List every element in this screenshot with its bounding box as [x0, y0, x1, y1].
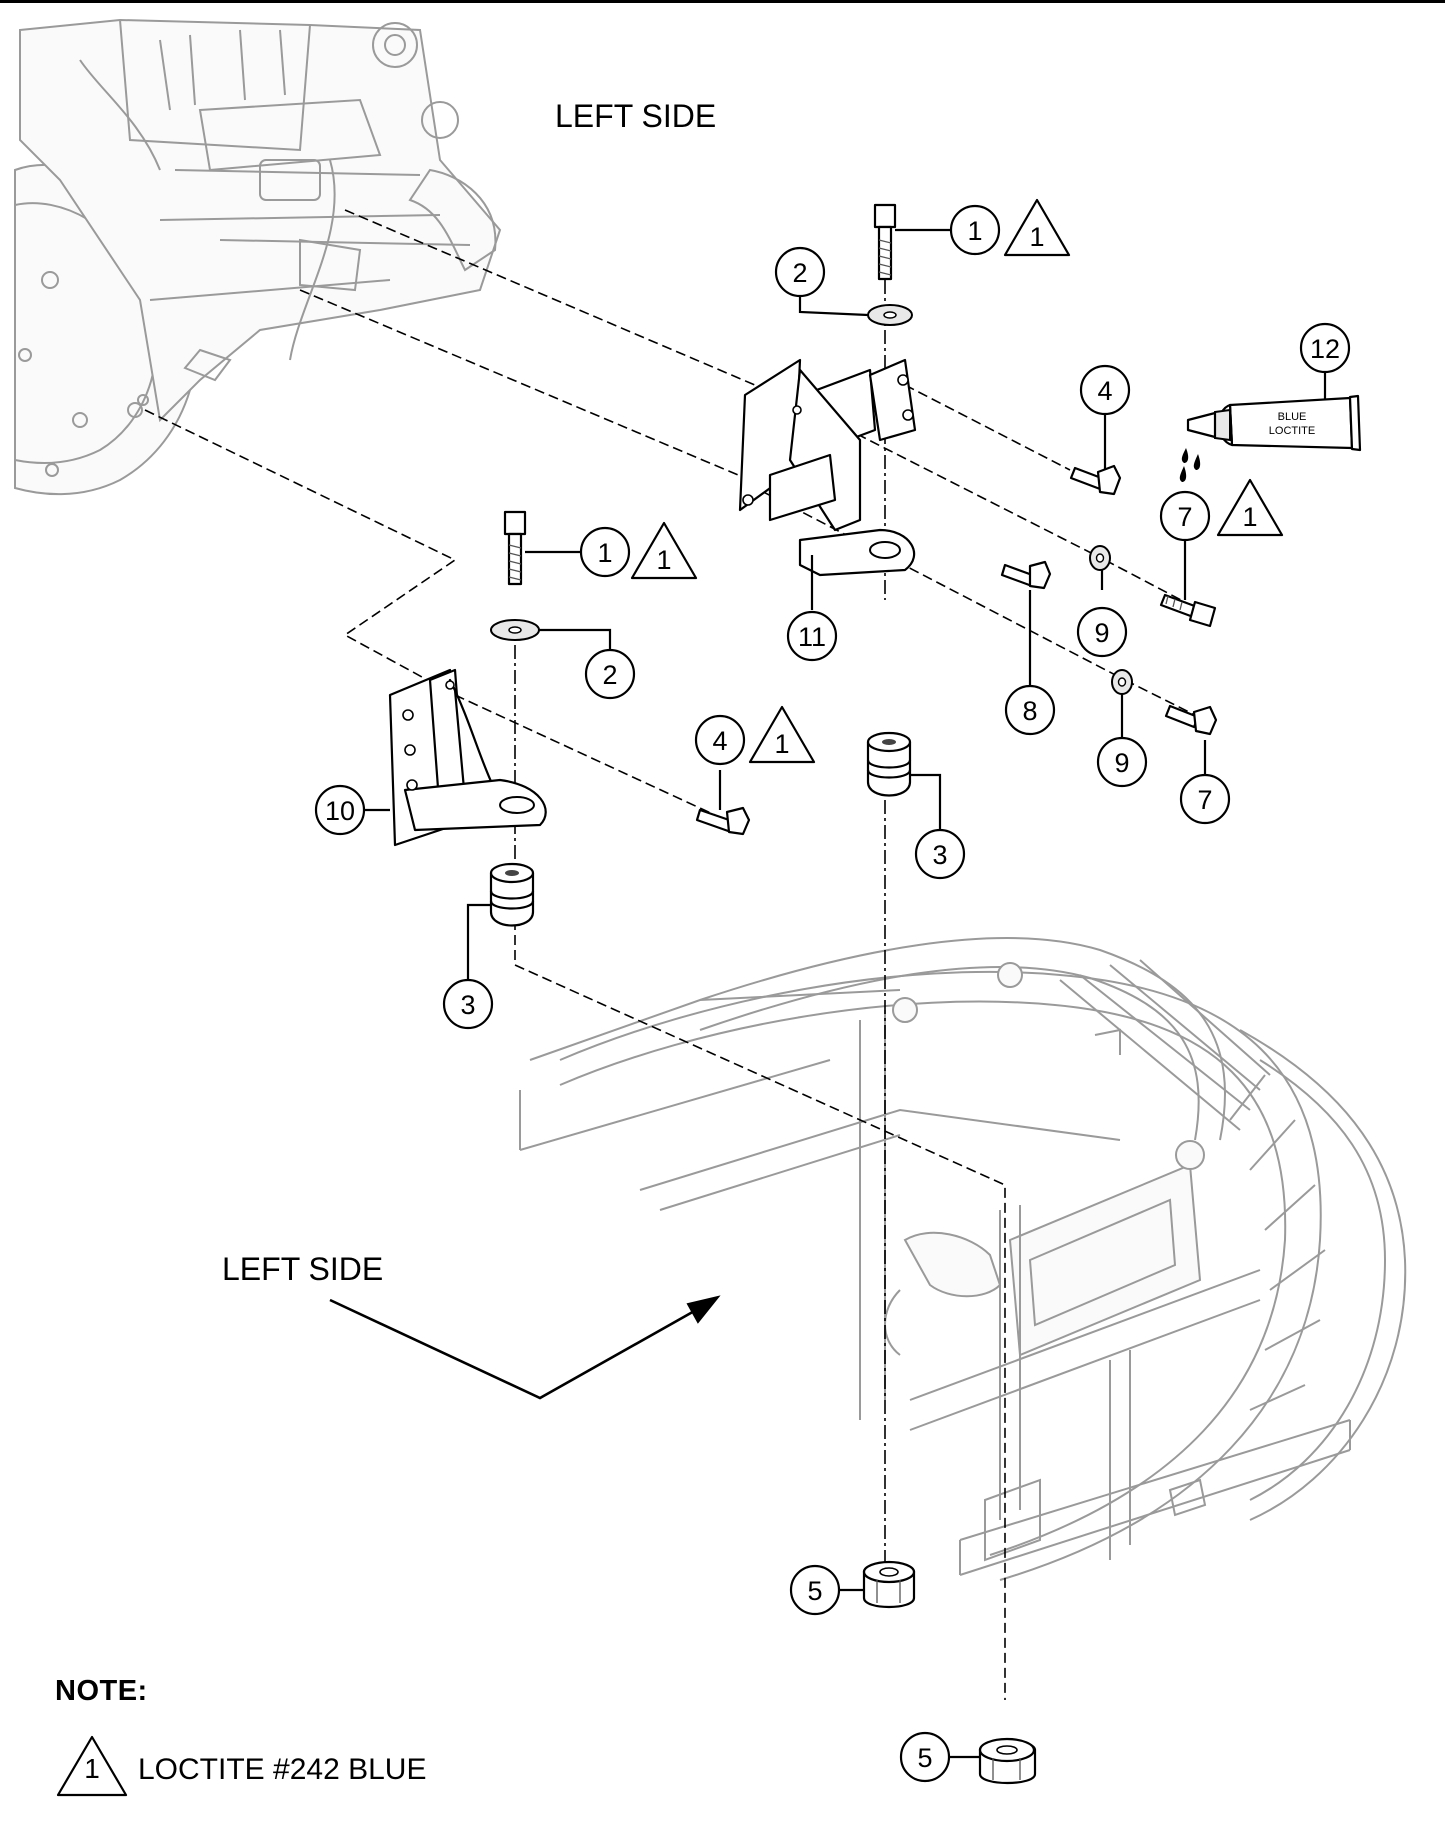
drop-icon [1179, 466, 1187, 482]
note-symbol: 1 [84, 1753, 100, 1784]
engine-mount-bracket-right [738, 358, 917, 577]
callout-4a: 4 [1079, 364, 1131, 416]
callout-12: 12 [1299, 322, 1351, 374]
cap-screw-7a [1159, 593, 1217, 628]
flange-bolt-4a [1069, 464, 1122, 496]
drop-icon [1181, 448, 1189, 463]
callout-9b: 9 [1096, 736, 1148, 788]
note-text: LOCTITE #242 BLUE [138, 1753, 427, 1786]
loctite-warning-triangle-3: 1 [630, 521, 698, 580]
svg-text:2: 2 [602, 660, 617, 690]
svg-text:1: 1 [656, 545, 671, 575]
flange-bolt-8 [1000, 560, 1052, 590]
frame-illustration [519, 937, 1407, 1581]
svg-text:5: 5 [807, 1576, 822, 1606]
svg-text:1: 1 [1242, 502, 1257, 532]
svg-text:3: 3 [460, 990, 475, 1020]
svg-text:11: 11 [798, 622, 826, 652]
svg-text:7: 7 [1177, 502, 1192, 532]
loctite-warning-triangle-icon: 1 [56, 1735, 128, 1797]
svg-text:1: 1 [1029, 222, 1044, 252]
svg-text:3: 3 [932, 840, 947, 870]
view-label-top: LEFT SIDE [555, 98, 716, 134]
flange-bolt-4b [695, 806, 751, 836]
callout-1b: 1 [579, 526, 631, 578]
callout-7b: 7 [1179, 773, 1231, 825]
isolator-left [489, 862, 535, 927]
svg-text:4: 4 [1097, 376, 1112, 406]
note-row: 1 LOCTITE #242 BLUE [55, 1733, 575, 1803]
svg-text:7: 7 [1197, 785, 1212, 815]
callout-4b: 4 [694, 714, 746, 766]
callout-2a: 2 [774, 246, 826, 298]
callout-3b: 3 [442, 978, 494, 1030]
tube-label-line1: BLUE [1278, 411, 1307, 423]
loctite-warning-triangle-4: 1 [748, 705, 816, 764]
engine-mount-bracket-left [388, 668, 547, 847]
cap-screw-7b [1164, 704, 1218, 736]
callout-10: 10 [314, 784, 366, 836]
view-label-frame: LEFT SIDE [222, 1251, 383, 1287]
callout-9a: 9 [1076, 606, 1128, 658]
flange-nut-upper [862, 1560, 916, 1608]
svg-text:1: 1 [597, 538, 612, 568]
callout-2b: 2 [584, 648, 636, 700]
cap-screw-top [873, 203, 897, 281]
loctite-warning-triangle-1: 1 [1003, 198, 1071, 257]
svg-text:10: 10 [325, 796, 355, 826]
svg-text:2: 2 [792, 258, 807, 288]
note-section: NOTE: 1 LOCTITE #242 BLUE [55, 1675, 575, 1835]
svg-text:8: 8 [1022, 696, 1037, 726]
callout-11: 11 [786, 610, 838, 662]
tube-label-line2: LOCTITE [1269, 425, 1315, 437]
callout-8: 8 [1004, 684, 1056, 736]
note-title: NOTE: [55, 1675, 148, 1707]
direction-arrow [329, 1295, 721, 1400]
cap-screw-left [503, 510, 527, 586]
engine-illustration [14, 18, 502, 496]
svg-text:9: 9 [1114, 748, 1129, 778]
svg-text:9: 9 [1094, 618, 1109, 648]
callout-1a: 1 [949, 204, 1001, 256]
loctite-warning-triangle-2: 1 [1216, 478, 1284, 537]
callout-5b: 5 [899, 1731, 951, 1783]
svg-text:4: 4 [712, 726, 727, 756]
assembly-lines [144, 209, 1201, 1700]
svg-text:12: 12 [1310, 334, 1340, 364]
loctite-tube: BLUE LOCTITE [1179, 394, 1362, 482]
svg-text:1: 1 [774, 729, 789, 759]
callout-3a: 3 [914, 828, 966, 880]
top-border [0, 0, 1445, 3]
callout-5a: 5 [789, 1564, 841, 1616]
callout-7a: 7 [1159, 490, 1211, 542]
flange-nut-lower [978, 1737, 1037, 1784]
drop-icon [1193, 454, 1201, 470]
isolator-right [866, 731, 912, 797]
svg-text:1: 1 [967, 216, 982, 246]
svg-text:5: 5 [917, 1743, 932, 1773]
